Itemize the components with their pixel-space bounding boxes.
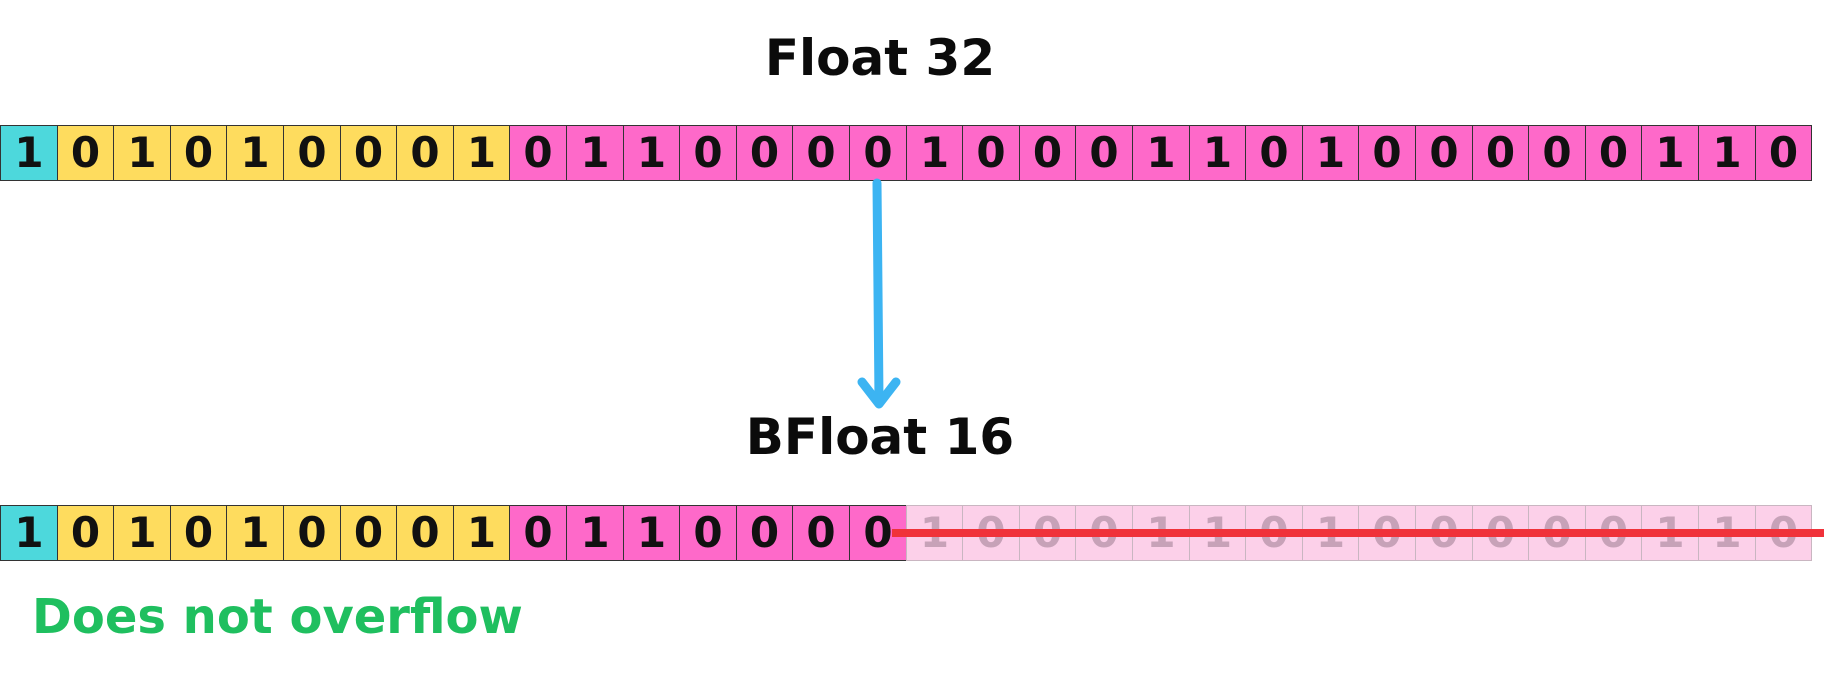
float32-bit-mantissa: 0 bbox=[1528, 125, 1586, 181]
float32-bit-mantissa: 0 bbox=[1472, 125, 1529, 181]
bfloat16-bit-mantissa: 1 bbox=[623, 505, 680, 561]
bfloat16-bit-truncated: 0 bbox=[1358, 505, 1416, 561]
float32-bit-exponent: 0 bbox=[283, 125, 341, 181]
float32-bit-mantissa: 0 bbox=[962, 125, 1020, 181]
float32-bit-mantissa: 1 bbox=[566, 125, 624, 181]
bfloat16-bit-exponent: 0 bbox=[170, 505, 227, 561]
float32-bit-mantissa: 1 bbox=[1641, 125, 1699, 181]
overflow-note: Does not overflow bbox=[32, 589, 523, 645]
float32-bit-exponent: 1 bbox=[113, 125, 171, 181]
bfloat16-bit-exponent: 0 bbox=[340, 505, 397, 561]
float32-bit-mantissa: 0 bbox=[736, 125, 793, 181]
bfloat16-bit-truncated: 0 bbox=[1415, 505, 1473, 561]
float32-bit-mantissa: 0 bbox=[1585, 125, 1642, 181]
bfloat16-bit-mantissa: 0 bbox=[736, 505, 793, 561]
bfloat16-title: BFloat 16 bbox=[745, 408, 1015, 466]
float32-bit-mantissa: 1 bbox=[1302, 125, 1359, 181]
bfloat16-bit-truncated: 0 bbox=[962, 505, 1020, 561]
float32-bit-mantissa: 0 bbox=[1245, 125, 1303, 181]
bfloat16-bit-exponent: 1 bbox=[113, 505, 171, 561]
bfloat16-bit-sign: 1 bbox=[0, 505, 58, 561]
bfloat16-bit-exponent: 1 bbox=[453, 505, 510, 561]
bfloat16-bit-mantissa: 0 bbox=[509, 505, 567, 561]
float32-bit-exponent: 0 bbox=[57, 125, 114, 181]
float32-bit-mantissa: 0 bbox=[1415, 125, 1473, 181]
float32-bit-mantissa: 1 bbox=[1132, 125, 1190, 181]
conversion-arrow-shaft bbox=[872, 178, 884, 405]
float32-bit-mantissa: 0 bbox=[679, 125, 737, 181]
float32-bit-exponent: 1 bbox=[453, 125, 510, 181]
bfloat16-bit-truncated: 0 bbox=[1075, 505, 1133, 561]
bfloat16-bit-exponent: 0 bbox=[283, 505, 341, 561]
bfloat16-bit-exponent: 0 bbox=[396, 505, 454, 561]
float32-bit-sign: 1 bbox=[0, 125, 58, 181]
float32-bit-mantissa: 0 bbox=[509, 125, 567, 181]
float32-bit-mantissa: 0 bbox=[849, 125, 907, 181]
float32-bit-mantissa: 1 bbox=[623, 125, 680, 181]
float32-bit-exponent: 0 bbox=[340, 125, 397, 181]
float32-bit-mantissa: 0 bbox=[1358, 125, 1416, 181]
bfloat16-bit-truncated: 1 bbox=[1698, 505, 1756, 561]
bfloat16-bit-mantissa: 0 bbox=[679, 505, 737, 561]
bfloat16-bit-truncated: 0 bbox=[1472, 505, 1529, 561]
bfloat16-bit-truncated: 1 bbox=[1132, 505, 1190, 561]
bfloat16-bit-mantissa: 0 bbox=[792, 505, 850, 561]
bfloat16-bit-truncated: 0 bbox=[1585, 505, 1642, 561]
float32-bit-mantissa: 1 bbox=[1698, 125, 1756, 181]
conversion-arrow-head bbox=[857, 377, 901, 409]
float32-bit-mantissa: 1 bbox=[906, 125, 963, 181]
bfloat16-bit-mantissa: 0 bbox=[849, 505, 907, 561]
bfloat16-bit-truncated: 0 bbox=[1528, 505, 1586, 561]
bfloat16-bit-truncated: 1 bbox=[1302, 505, 1359, 561]
float32-bit-exponent: 1 bbox=[226, 125, 284, 181]
float32-bit-mantissa: 0 bbox=[792, 125, 850, 181]
float32-bit-mantissa: 0 bbox=[1075, 125, 1133, 181]
bfloat16-bit-truncated: 1 bbox=[906, 505, 963, 561]
bfloat16-bit-truncated: 0 bbox=[1019, 505, 1076, 561]
float32-bit-mantissa: 1 bbox=[1189, 125, 1246, 181]
bfloat16-bit-truncated: 1 bbox=[1641, 505, 1699, 561]
bfloat16-bit-exponent: 1 bbox=[226, 505, 284, 561]
float32-bit-exponent: 0 bbox=[396, 125, 454, 181]
bfloat16-bit-truncated: 0 bbox=[1245, 505, 1303, 561]
bfloat16-bit-mantissa: 1 bbox=[566, 505, 624, 561]
float32-title: Float 32 bbox=[764, 29, 996, 87]
bfloat16-bit-truncated: 1 bbox=[1189, 505, 1246, 561]
bfloat16-bit-truncated: 0 bbox=[1755, 505, 1812, 561]
bfloat16-bit-exponent: 0 bbox=[57, 505, 114, 561]
float32-bit-exponent: 0 bbox=[170, 125, 227, 181]
float32-bit-mantissa: 0 bbox=[1755, 125, 1812, 181]
float32-bit-mantissa: 0 bbox=[1019, 125, 1076, 181]
